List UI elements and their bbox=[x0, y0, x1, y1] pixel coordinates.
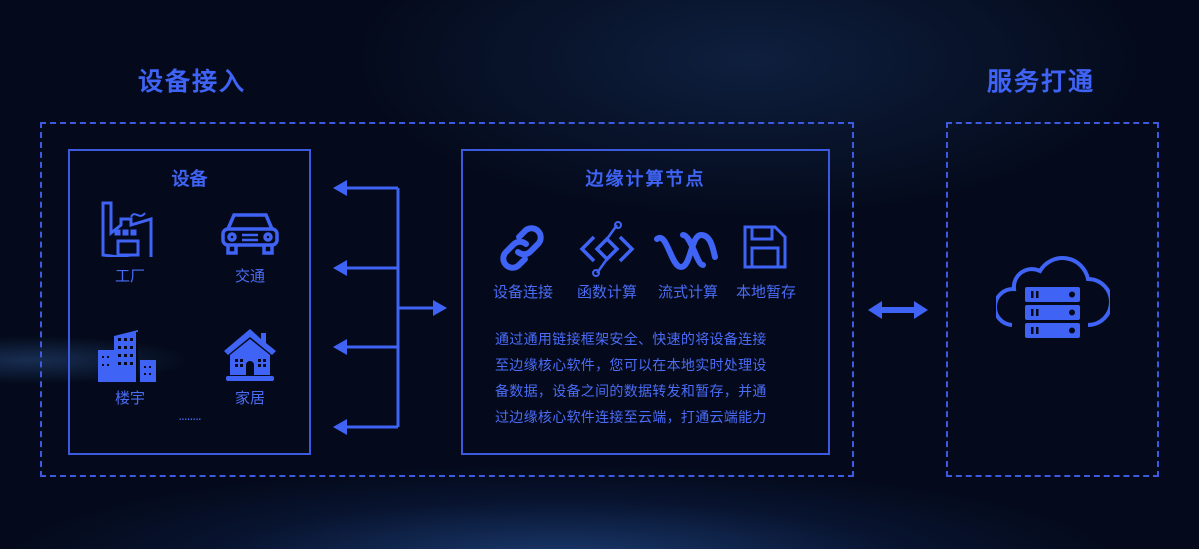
description-line: 过边缘核心软件连接至云端，打通云端能力 bbox=[495, 410, 767, 426]
device-label-traffic: 交通 bbox=[234, 267, 265, 285]
save-icon bbox=[742, 224, 788, 270]
car-icon bbox=[220, 209, 280, 257]
factory-icon bbox=[100, 197, 160, 257]
function-icon bbox=[578, 221, 636, 277]
service-group bbox=[946, 122, 1159, 477]
edge-node-description: 通过通用链接框架安全、快速的将设备连接 至边缘核心软件，您可以在本地实时处理设 … bbox=[495, 327, 767, 431]
building-icon bbox=[98, 326, 158, 382]
bidirectional-arrow-icon bbox=[868, 301, 928, 319]
section-title-device-access: 设备接入 bbox=[138, 67, 247, 96]
house-icon bbox=[222, 327, 278, 383]
cloud-server-icon bbox=[996, 245, 1110, 341]
connector-arrows bbox=[333, 180, 447, 435]
feature-label-device-connect: 设备连接 bbox=[492, 283, 553, 301]
devices-panel: 设备 工厂 交通 楼宇 家居 ........ bbox=[68, 149, 311, 455]
section-title-service: 服务打通 bbox=[987, 67, 1096, 96]
more-devices-ellipsis: ........ bbox=[178, 409, 202, 423]
description-line: 通过通用链接框架安全、快速的将设备连接 bbox=[495, 332, 767, 348]
devices-title: 设备 bbox=[171, 169, 208, 190]
edge-node-panel: 边缘计算节点 设备连接 函数计算 流式计算 本地暂存 通过通用链接框架安全、快速… bbox=[461, 149, 830, 455]
device-access-group bbox=[40, 122, 854, 477]
edge-node-title: 边缘计算节点 bbox=[585, 169, 706, 190]
link-icon bbox=[497, 223, 547, 273]
stream-icon bbox=[653, 231, 719, 271]
description-line: 备数据，设备之间的数据转发和暂存，并通 bbox=[495, 384, 767, 400]
device-label-home: 家居 bbox=[234, 389, 265, 407]
feature-label-stream: 流式计算 bbox=[657, 283, 718, 301]
feature-label-function: 函数计算 bbox=[576, 283, 637, 301]
feature-label-local-store: 本地暂存 bbox=[735, 283, 796, 301]
device-label-factory: 工厂 bbox=[114, 267, 145, 285]
device-label-building: 楼宇 bbox=[114, 389, 145, 407]
description-line: 至边缘核心软件，您可以在本地实时处理设 bbox=[495, 358, 767, 374]
